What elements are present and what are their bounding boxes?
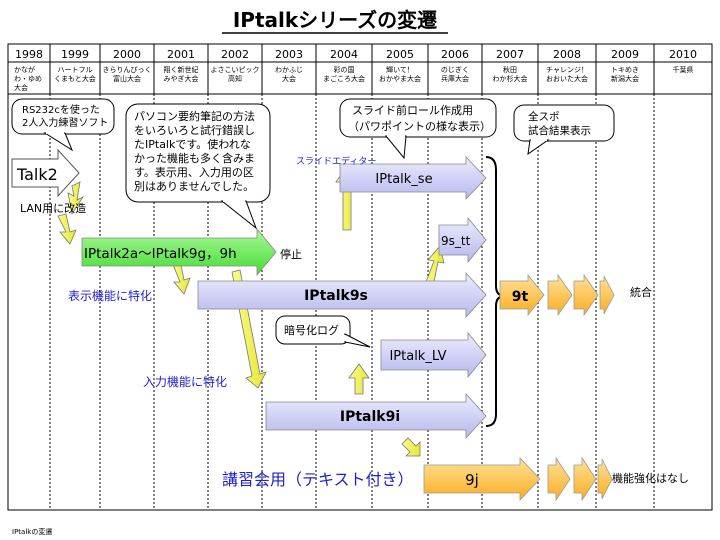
callout-rs232c-line-2: 2人入力練習ソフト (22, 116, 108, 129)
page-title: IPtalkシリーズの変遷 (233, 8, 437, 32)
arrow-9t-3 (573, 273, 599, 317)
callout-slide-line-1: スライド前ロール作成用 (352, 103, 473, 117)
event-label: チャレンジ！ (546, 66, 588, 74)
label-iptalk9i: IPtalk9i (340, 409, 400, 425)
event-label: 翔く新世紀 (164, 65, 199, 74)
label-tougou: 統合 (630, 285, 652, 299)
arrow-9t-2 (547, 273, 573, 317)
arrow-9j-3 (573, 456, 597, 502)
year-label: 2009 (611, 48, 639, 61)
event-label: わか杉大会 (493, 74, 528, 83)
callout-zensupo-line-1: 全スポ (528, 110, 560, 123)
label-iptalk9s: IPtalk9s (304, 288, 368, 304)
arrow-iptalk9i: IPtalk9i (265, 392, 487, 440)
callout-slide-line-2: （パワポイントの様な表示） (348, 119, 491, 133)
callout-rs232c: RS232cを使った 2人入力練習ソフト (11, 98, 115, 152)
label-hyouji: 表示機能に特化 (68, 288, 152, 303)
callout-pasokon-line-6: 別はありませんでした。 (134, 180, 254, 193)
arrow-9i-to-9j (401, 437, 421, 457)
event-label: のじぎく (441, 65, 469, 74)
label-nyuryoku: 入力機能に特化 (143, 374, 227, 389)
arrow-9j: 9j (423, 457, 541, 501)
arrow-9t-4 (599, 275, 615, 315)
event-label: おかやま大会 (379, 74, 421, 83)
arrow-iptalk9s: IPtalk9s (197, 271, 487, 319)
year-label: 2001 (167, 48, 195, 61)
label-slide-editor: スライドエディター (296, 155, 376, 167)
arrow-9j-2 (547, 456, 571, 502)
label-teishi: 停止 (280, 247, 302, 261)
year-label: 2006 (441, 48, 469, 61)
event-label: 兵庫大会 (441, 74, 469, 83)
arrow-9t: 9t (499, 273, 545, 317)
arrow-iptalk-lv: IPtalk_LV (380, 331, 487, 379)
label-9s_tt: 9s_tt (441, 234, 471, 248)
callout-rs232c-line-1: RS232cを使った (22, 103, 100, 116)
event-label: 彩の国 (334, 65, 355, 74)
event-label: 新潟大会 (611, 74, 639, 83)
event-label: よさこいピック (211, 66, 260, 74)
arrow-lan-to-green (57, 213, 77, 245)
event-label: 富山大会 (113, 74, 141, 83)
arrow-9j-4 (597, 458, 613, 500)
event-label: かなが (14, 65, 35, 74)
label-iptalk-se: IPtalk_se (375, 172, 432, 187)
label-lan: LAN用に改造 (20, 201, 86, 215)
event-label: わかふじ (275, 66, 303, 74)
arrow-9s_tt: 9s_tt (438, 216, 487, 264)
event-label: 千葉県 (673, 65, 694, 74)
event-label: くまもと大会 (54, 74, 96, 83)
event-label: 大会 (282, 74, 296, 83)
event-label: 輝いて！ (386, 65, 414, 74)
arrow-talk2-to-lan (67, 181, 85, 216)
callout-pasokon-line-2: をいろいろと試行錯誤し (134, 123, 255, 137)
year-label: 1998 (15, 48, 43, 61)
callout-zensupo: 全スポ 試合結果表示 (513, 104, 615, 156)
callout-angou-text: 暗号化ログ (284, 323, 339, 337)
label-talk2: Talk2 (16, 165, 58, 184)
event-label: 秋田 (503, 65, 517, 74)
callout-pasokon: パソコン要約筆記の方法 をいろいろと試行錯誤し たIPtalkです。使われな か… (125, 103, 271, 230)
callout-pasokon-line-5: す。表示用、入力用の区 (134, 165, 254, 179)
year-label: 2010 (669, 48, 697, 61)
arrow-talk2: Talk2 (11, 148, 80, 198)
year-label: 2000 (113, 48, 141, 61)
arrow-iptalk-se: IPtalk_se (339, 156, 487, 200)
event-label: ハートフル (58, 66, 93, 74)
year-label: 2007 (496, 48, 524, 61)
year-label: 1999 (61, 48, 89, 61)
year-label: 2004 (330, 48, 358, 61)
event-label: わ・ゆめ (14, 75, 42, 83)
year-label: 2008 (553, 48, 581, 61)
footer-caption: IPtalkの変遷 (12, 527, 52, 536)
event-label: 高知 (228, 74, 242, 83)
callout-pasokon-line-3: たIPtalkです。使われな (134, 138, 251, 151)
event-label: まごころ大会 (323, 74, 365, 83)
event-label: きらりんぴっく (103, 66, 152, 74)
grid-frame (7, 43, 713, 511)
year-label: 2005 (386, 48, 414, 61)
callout-pasokon-line-4: かった機能も多く含みま (134, 151, 255, 165)
label-iptalk2a: IPtalk2a〜IPtalk9g，9h (84, 246, 237, 262)
callout-slide: スライド前ロール作成用 （パワポイントの様な表示） (339, 98, 497, 160)
event-label: おおいた大会 (546, 74, 588, 83)
event-label: みやぎ大会 (164, 74, 199, 83)
callout-zensupo-line-2: 試合結果表示 (528, 124, 591, 137)
year-label: 2002 (221, 48, 249, 61)
callout-angou: 暗号化ログ (275, 315, 371, 348)
event-label: 大会 (14, 83, 28, 92)
callout-pasokon-line-1: パソコン要約筆記の方法 (134, 109, 255, 123)
label-koushu: 講習会用（テキスト付き） (222, 470, 414, 489)
label-9t: 9t (512, 289, 529, 305)
label-9j: 9j (465, 471, 479, 489)
arrow-to-lv (348, 363, 370, 395)
label-kinou: 機能強化はなし (612, 471, 689, 485)
arrow-iptalk2a: IPtalk2a〜IPtalk9g，9h (81, 227, 277, 277)
event-label: トキめき (611, 66, 639, 74)
year-label: 2003 (275, 48, 303, 61)
label-iptalk-lv: IPtalk_LV (389, 349, 446, 364)
